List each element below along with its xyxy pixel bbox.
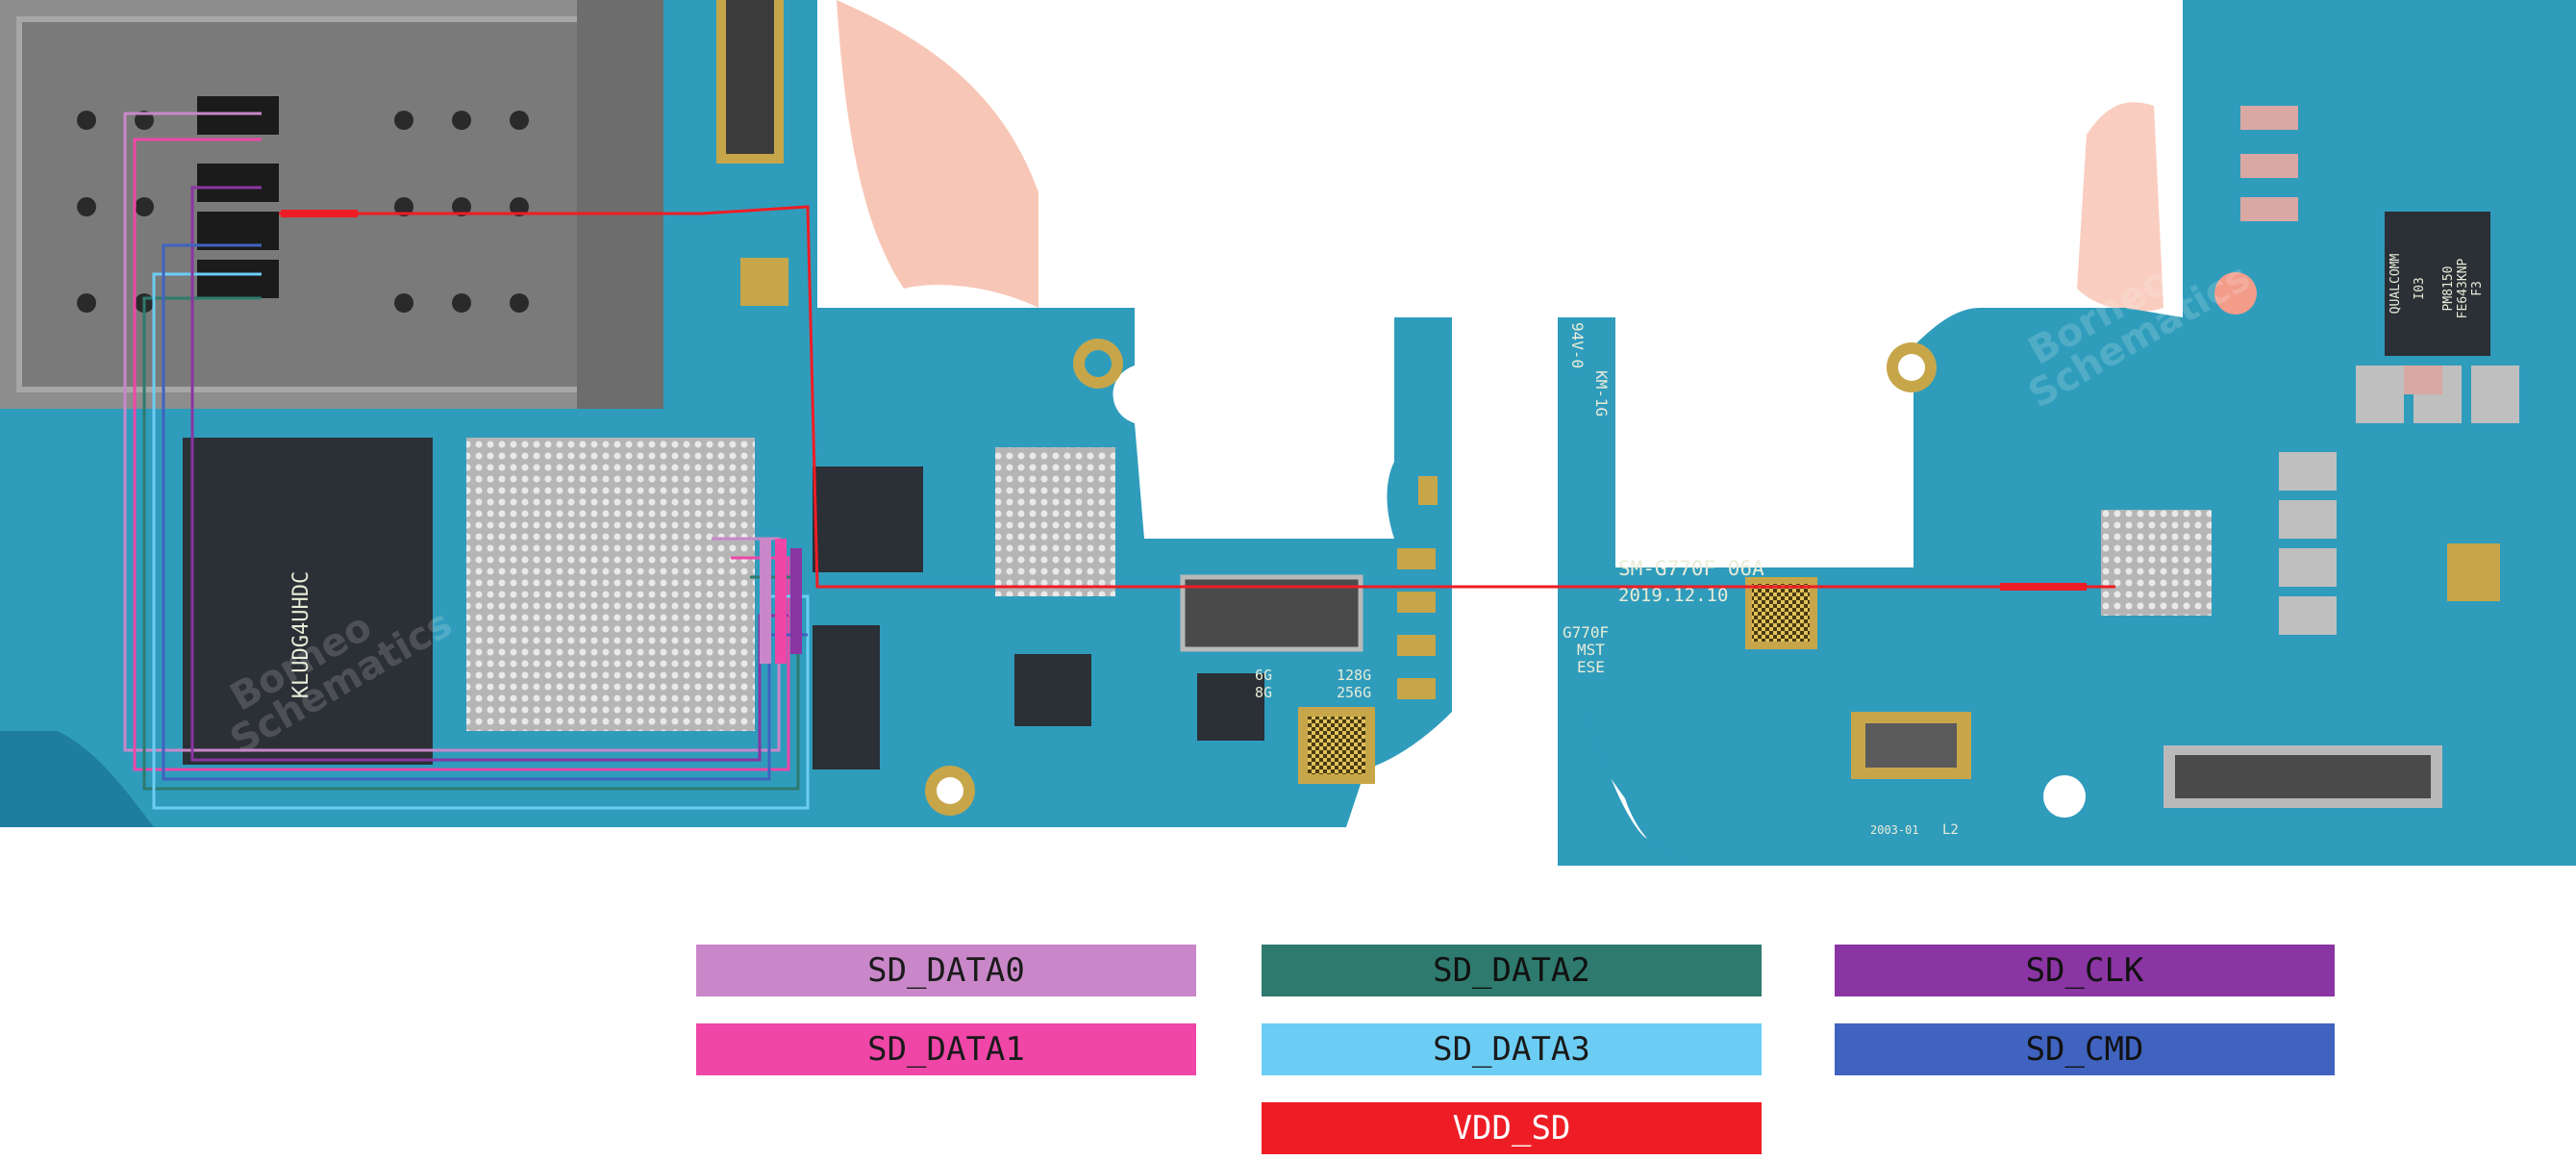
pcb-diagram: KLUDG4UHDC 6G 8G 128G 256G Borneo Schema… [0, 0, 2576, 866]
board-connector [1180, 574, 1363, 652]
svg-text:ESE: ESE [1577, 658, 1605, 676]
legend-sd-cmd: SD_CMD [1835, 1023, 2335, 1075]
svg-text:94V-0: 94V-0 [1568, 322, 1587, 368]
trace-highlights [281, 210, 2087, 664]
svg-text:G770F: G770F [1563, 623, 1609, 642]
legend-label: SD_DATA0 [867, 951, 1025, 990]
mounting-hole [2214, 272, 2257, 315]
left-board: KLUDG4UHDC 6G 8G 128G 256G Borneo Schema… [0, 0, 1452, 827]
background-shadow [2077, 102, 2163, 312]
svg-text:QUALCOMM: QUALCOMM [2388, 254, 2403, 315]
svg-text:2019.12.10: 2019.12.10 [1618, 585, 1728, 606]
legend-label: SD_DATA3 [1433, 1030, 1590, 1069]
legend-sd-data3: SD_DATA3 [1262, 1023, 1762, 1075]
svg-text:KLUDG4UHDC: KLUDG4UHDC [289, 571, 313, 698]
svg-text:128G: 128G [1337, 667, 1371, 684]
svg-text:MST: MST [1577, 641, 1605, 659]
svg-text:8G: 8G [1255, 684, 1272, 701]
svg-text:SM-G770F 06A: SM-G770F 06A [1618, 557, 1764, 580]
mounting-hole [2043, 775, 2086, 818]
legend-vdd-sd: VDD_SD [1262, 1102, 1762, 1154]
legend-sd-data0: SD_DATA0 [696, 945, 1196, 996]
legend-label: SD_CMD [2025, 1030, 2144, 1069]
trace-vdd-sd [279, 205, 2115, 589]
background-shadow [837, 0, 1038, 308]
memory-chip [183, 438, 433, 765]
svg-text:256G: 256G [1337, 684, 1371, 701]
legend-label: SD_DATA1 [867, 1030, 1025, 1069]
legend-sd-clk: SD_CLK [1835, 945, 2335, 996]
legend-label: SD_DATA2 [1433, 951, 1590, 990]
svg-text:2003-01: 2003-01 [1870, 823, 1919, 837]
legend-sd-data1: SD_DATA1 [696, 1023, 1196, 1075]
svg-text:L2: L2 [1942, 822, 1959, 838]
legend-sd-data2: SD_DATA2 [1262, 945, 1762, 996]
svg-text:F3: F3 [2470, 281, 2485, 296]
pmic-chip [2385, 212, 2490, 356]
svg-text:KM-1G: KM-1G [1592, 370, 1611, 416]
svg-text:6G: 6G [1255, 667, 1272, 684]
legend-label: SD_CLK [2025, 951, 2144, 990]
legend-label: VDD_SD [1452, 1109, 1571, 1147]
svg-text:FE643KNP: FE643KNP [2456, 259, 2470, 319]
svg-text:I03: I03 [2413, 277, 2427, 299]
right-board: QUALCOMM PM8150 FE643KNP I03 F3 [1558, 0, 2576, 866]
svg-text:PM8150: PM8150 [2441, 266, 2456, 312]
